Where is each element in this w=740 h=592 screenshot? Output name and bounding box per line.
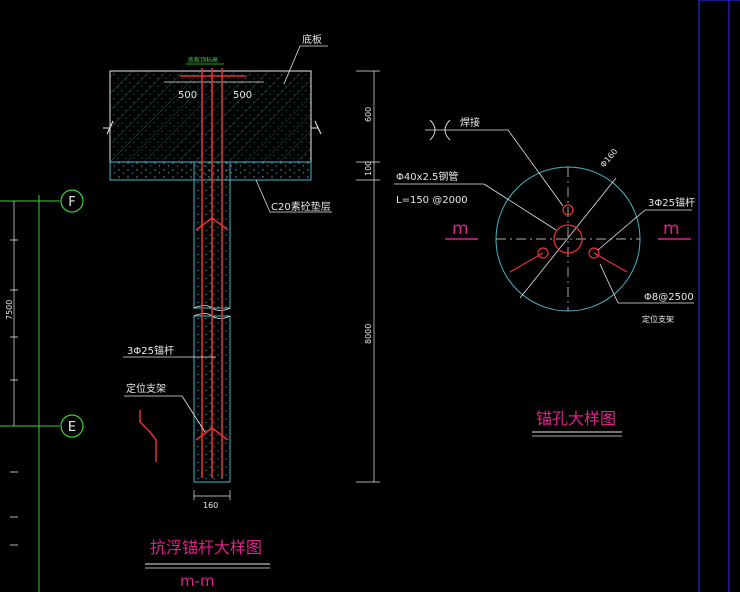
hole-bar-label: 3Φ25锚杆 (648, 197, 695, 209)
ring-bar-label: Φ8@2500 (644, 292, 694, 303)
cut-mark-right: m (663, 219, 680, 239)
section-bar-label: 3Φ25锚杆 (127, 345, 174, 357)
shaft-width-dim: 160 (203, 501, 218, 510)
hole-diameter-label: Φ160 (599, 147, 620, 169)
grid-axes: F E 7500 (0, 189, 84, 592)
slab-dim-left: 500 (178, 90, 197, 101)
dim-slab-thickness: 600 (364, 107, 373, 122)
cut-mark-left: m (452, 219, 469, 239)
hole-title: 锚孔大样图 (536, 409, 616, 428)
grid-bubble-f: F (60, 189, 84, 213)
hole-spacer-label: 定位支架 (642, 314, 674, 324)
section-title: 抗浮锚杆大样图 (150, 538, 262, 557)
pipe-label: Φ40x2.5钢管 (396, 170, 458, 183)
dim-bedding-thickness: 100 (364, 161, 373, 176)
section-subtitle: m-m (180, 572, 215, 590)
grid-bubble-e: E (60, 414, 84, 438)
slab-label: 底板 (302, 33, 322, 46)
pipe-spacing: L=150 @2000 (396, 195, 468, 206)
bedding-label: C20素砼垫层 (271, 200, 331, 213)
slab-dim-right: 500 (233, 90, 252, 101)
section-spacer-label: 定位支架 (126, 382, 166, 395)
drawing-border (698, 0, 740, 592)
dim-anchor-length: 8000 (364, 324, 373, 344)
anchor-section: 500 500 底板顶标高 底板 C20素砼垫层 3Φ25锚杆 定位支架 (103, 33, 380, 590)
grid-label-f: F (68, 195, 75, 210)
grid-dim-fe: 7500 (5, 300, 14, 320)
top-elevation-note: 底板顶标高 (188, 56, 218, 64)
anchor-hole-detail: Φ160 m m 焊接 Φ40x2.5钢管 L=150 @2000 3Φ25锚杆… (394, 116, 695, 437)
grid-label-e: E (68, 420, 76, 435)
weld-label: 焊接 (460, 116, 480, 129)
